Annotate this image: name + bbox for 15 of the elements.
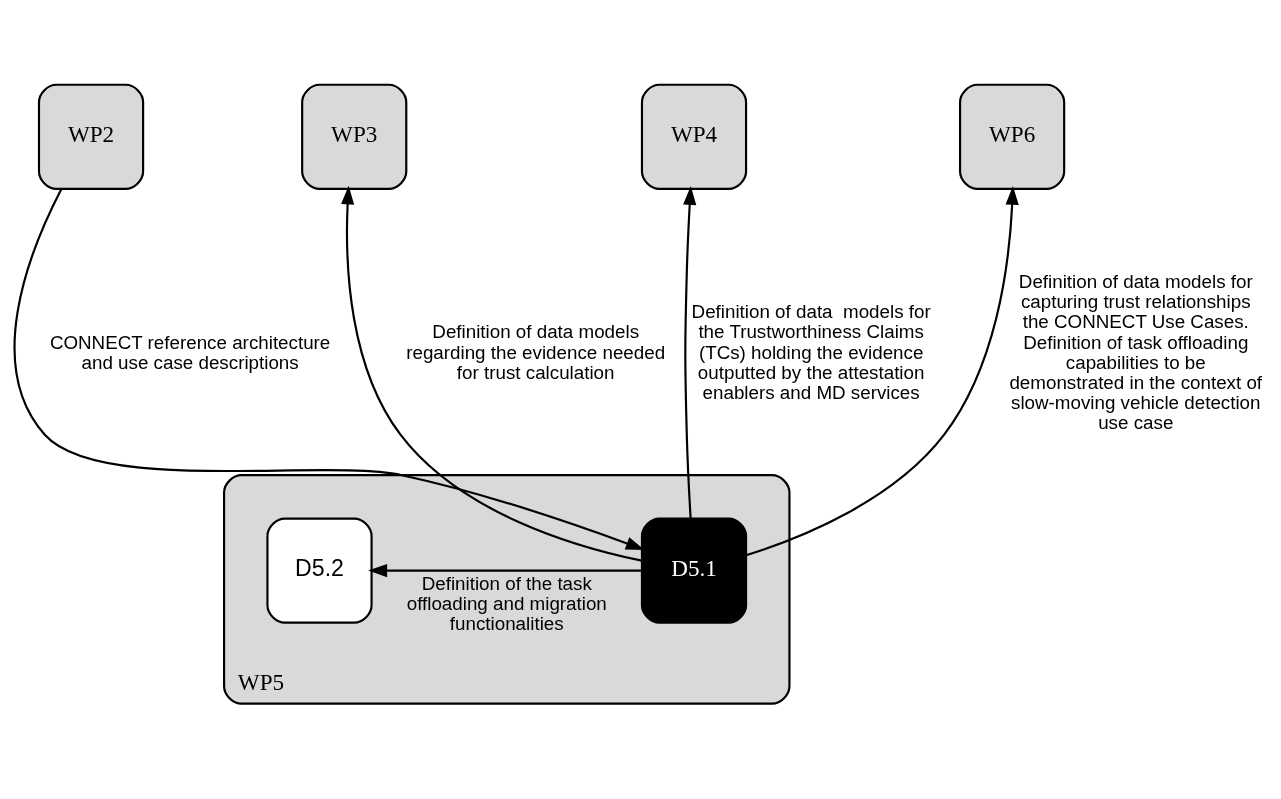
- node-box: D5.1: [640, 517, 748, 624]
- arrow: [745, 185, 1019, 556]
- edge-label: Definition of data models regarding the evidence needed for trust calculation: [406, 320, 666, 383]
- arrow: [341, 185, 642, 562]
- node-box: WP2: [37, 83, 145, 190]
- edge-label: CONNECT reference architecture and use case descriptions: [49, 331, 331, 373]
- edge-label: Definition of data models for capturing trust relationships the CONNECT Use Cases. Definition of task offloading capabilities to be demonstrated in the context of slow-moving vehicle detection use case: [1009, 270, 1263, 433]
- node-box: WP4: [640, 83, 748, 190]
- arrow: [368, 563, 642, 577]
- arrow: [683, 185, 697, 518]
- edge-label: Definition of data models for the Trustworthiness Claims (TCs) holding the evidence outputted by the attestation enablers and MD services: [691, 300, 931, 403]
- node-box: D5.2: [266, 517, 373, 624]
- node-box: WP3: [301, 83, 408, 190]
- edge-label: Definition of the task offloading and migration functionalities: [406, 572, 607, 634]
- node-box: WP6: [959, 83, 1066, 190]
